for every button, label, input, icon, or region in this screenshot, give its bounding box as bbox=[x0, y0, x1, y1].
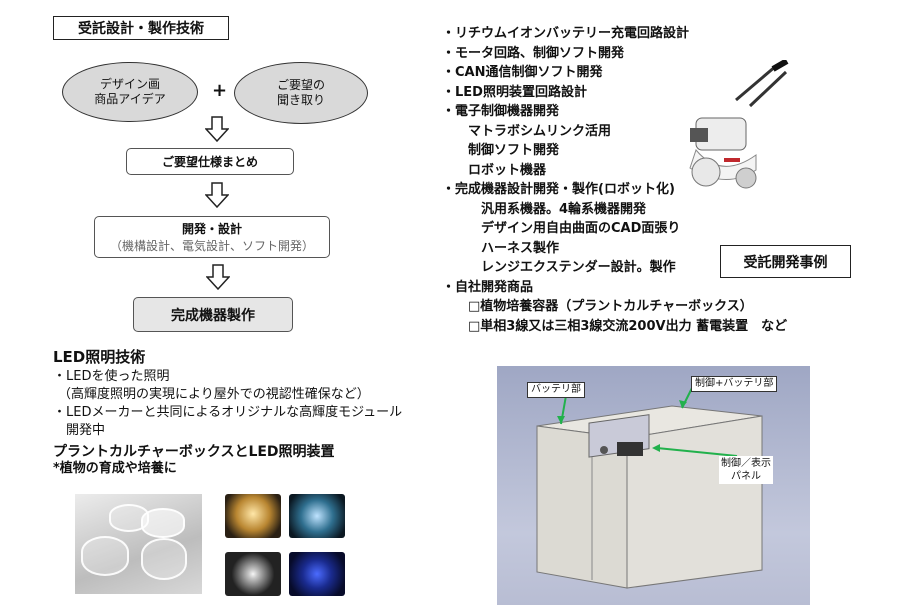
ellipse-design-idea-label: デザイン画 商品アイデア bbox=[94, 77, 166, 106]
list-item: ・完成機器設計開発・製作(ロボット化) bbox=[442, 182, 675, 197]
step-completed-product: 完成機器製作 bbox=[133, 297, 293, 332]
ellipse-requirements: ご要望の 聞き取り bbox=[234, 62, 368, 124]
culture-dishes-photo bbox=[75, 494, 202, 594]
plus-sign: + bbox=[212, 80, 228, 101]
list-item: ハーネス製作 bbox=[442, 240, 560, 256]
down-arrow-icon bbox=[206, 264, 230, 290]
capability-list: ・リチウムイオンバッテリー充電回路設計 ・モータ回路、制御ソフト開発 ・CAN通… bbox=[442, 24, 787, 336]
list-item: デザイン用自由曲面のCAD面張り bbox=[442, 221, 681, 236]
step-spec-summary: ご要望仕様まとめ bbox=[126, 148, 294, 175]
cad-label-control-battery: 制御+バッテリ部 bbox=[691, 376, 778, 392]
robot-tiller-image bbox=[676, 58, 792, 195]
list-item: ・自社開発商品 bbox=[442, 279, 534, 295]
list-item: ・LED照明装置回路設計 bbox=[442, 84, 587, 100]
list-item: 制御ソフト開発 bbox=[442, 143, 560, 158]
led-line-4: 開発中 bbox=[53, 423, 106, 438]
list-item: ・CAN通信制御ソフト開発 bbox=[442, 65, 603, 80]
list-item: マトラボシムリンク活用 bbox=[442, 123, 612, 139]
list-item: □植物培養容器（プラントカルチャーボックス） bbox=[442, 299, 753, 314]
ellipse-requirements-label: ご要望の 聞き取り bbox=[276, 78, 325, 107]
ellipse-design-idea: デザイン画 商品アイデア bbox=[62, 62, 198, 122]
flow-title: 受託設計・製作技術 bbox=[53, 16, 229, 40]
down-arrow-icon bbox=[205, 182, 229, 208]
step-completed-product-label: 完成機器製作 bbox=[171, 307, 255, 324]
step-development-design-title: 開発・設計 bbox=[181, 222, 242, 236]
list-item: ・電子制御機器開発 bbox=[442, 104, 560, 119]
list-item: ロボット機器 bbox=[442, 162, 547, 178]
led-line-2: （高輝度照明の実現により屋外での視認性確保など） bbox=[58, 387, 370, 402]
battery-cabinet-cad: バッテリ部 制御+バッテリ部 制御／表示 パネル bbox=[497, 366, 810, 605]
list-item: 汎用系機器。4輪系機器開発 bbox=[442, 201, 647, 217]
step-development-design: 開発・設計 （機構設計、電気設計、ソフト開発） bbox=[94, 216, 330, 258]
list-item: ・モータ回路、制御ソフト開発 bbox=[442, 45, 625, 61]
case-example-label: 受託開発事例 bbox=[720, 245, 851, 278]
cad-label-panel: 制御／表示 パネル bbox=[719, 456, 773, 484]
led-title: LED照明技術 bbox=[53, 348, 146, 366]
led-lighting-photos bbox=[225, 494, 347, 604]
step-development-design-sub: （機構設計、電気設計、ソフト開発） bbox=[109, 239, 314, 253]
plant-title: プラントカルチャーボックスとLED照明装置 bbox=[53, 444, 335, 460]
step-spec-summary-label: ご要望仕様まとめ bbox=[161, 155, 258, 169]
list-item: □単相3線又は三相3線交流200V出力 蓄電装置 など bbox=[442, 318, 788, 334]
down-arrow-icon bbox=[205, 116, 229, 142]
led-line-3: ・LEDメーカーと共同によるオリジナルな高輝度モジュール bbox=[53, 405, 403, 420]
list-item: ・リチウムイオンバッテリー充電回路設計 bbox=[442, 26, 690, 41]
cad-label-battery: バッテリ部 bbox=[527, 382, 585, 398]
plant-note: *植物の育成や培養に bbox=[53, 461, 177, 476]
list-item: レンジエクステンダー設計。製作 bbox=[442, 260, 676, 275]
led-line-1: ・LEDを使った照明 bbox=[53, 369, 170, 384]
